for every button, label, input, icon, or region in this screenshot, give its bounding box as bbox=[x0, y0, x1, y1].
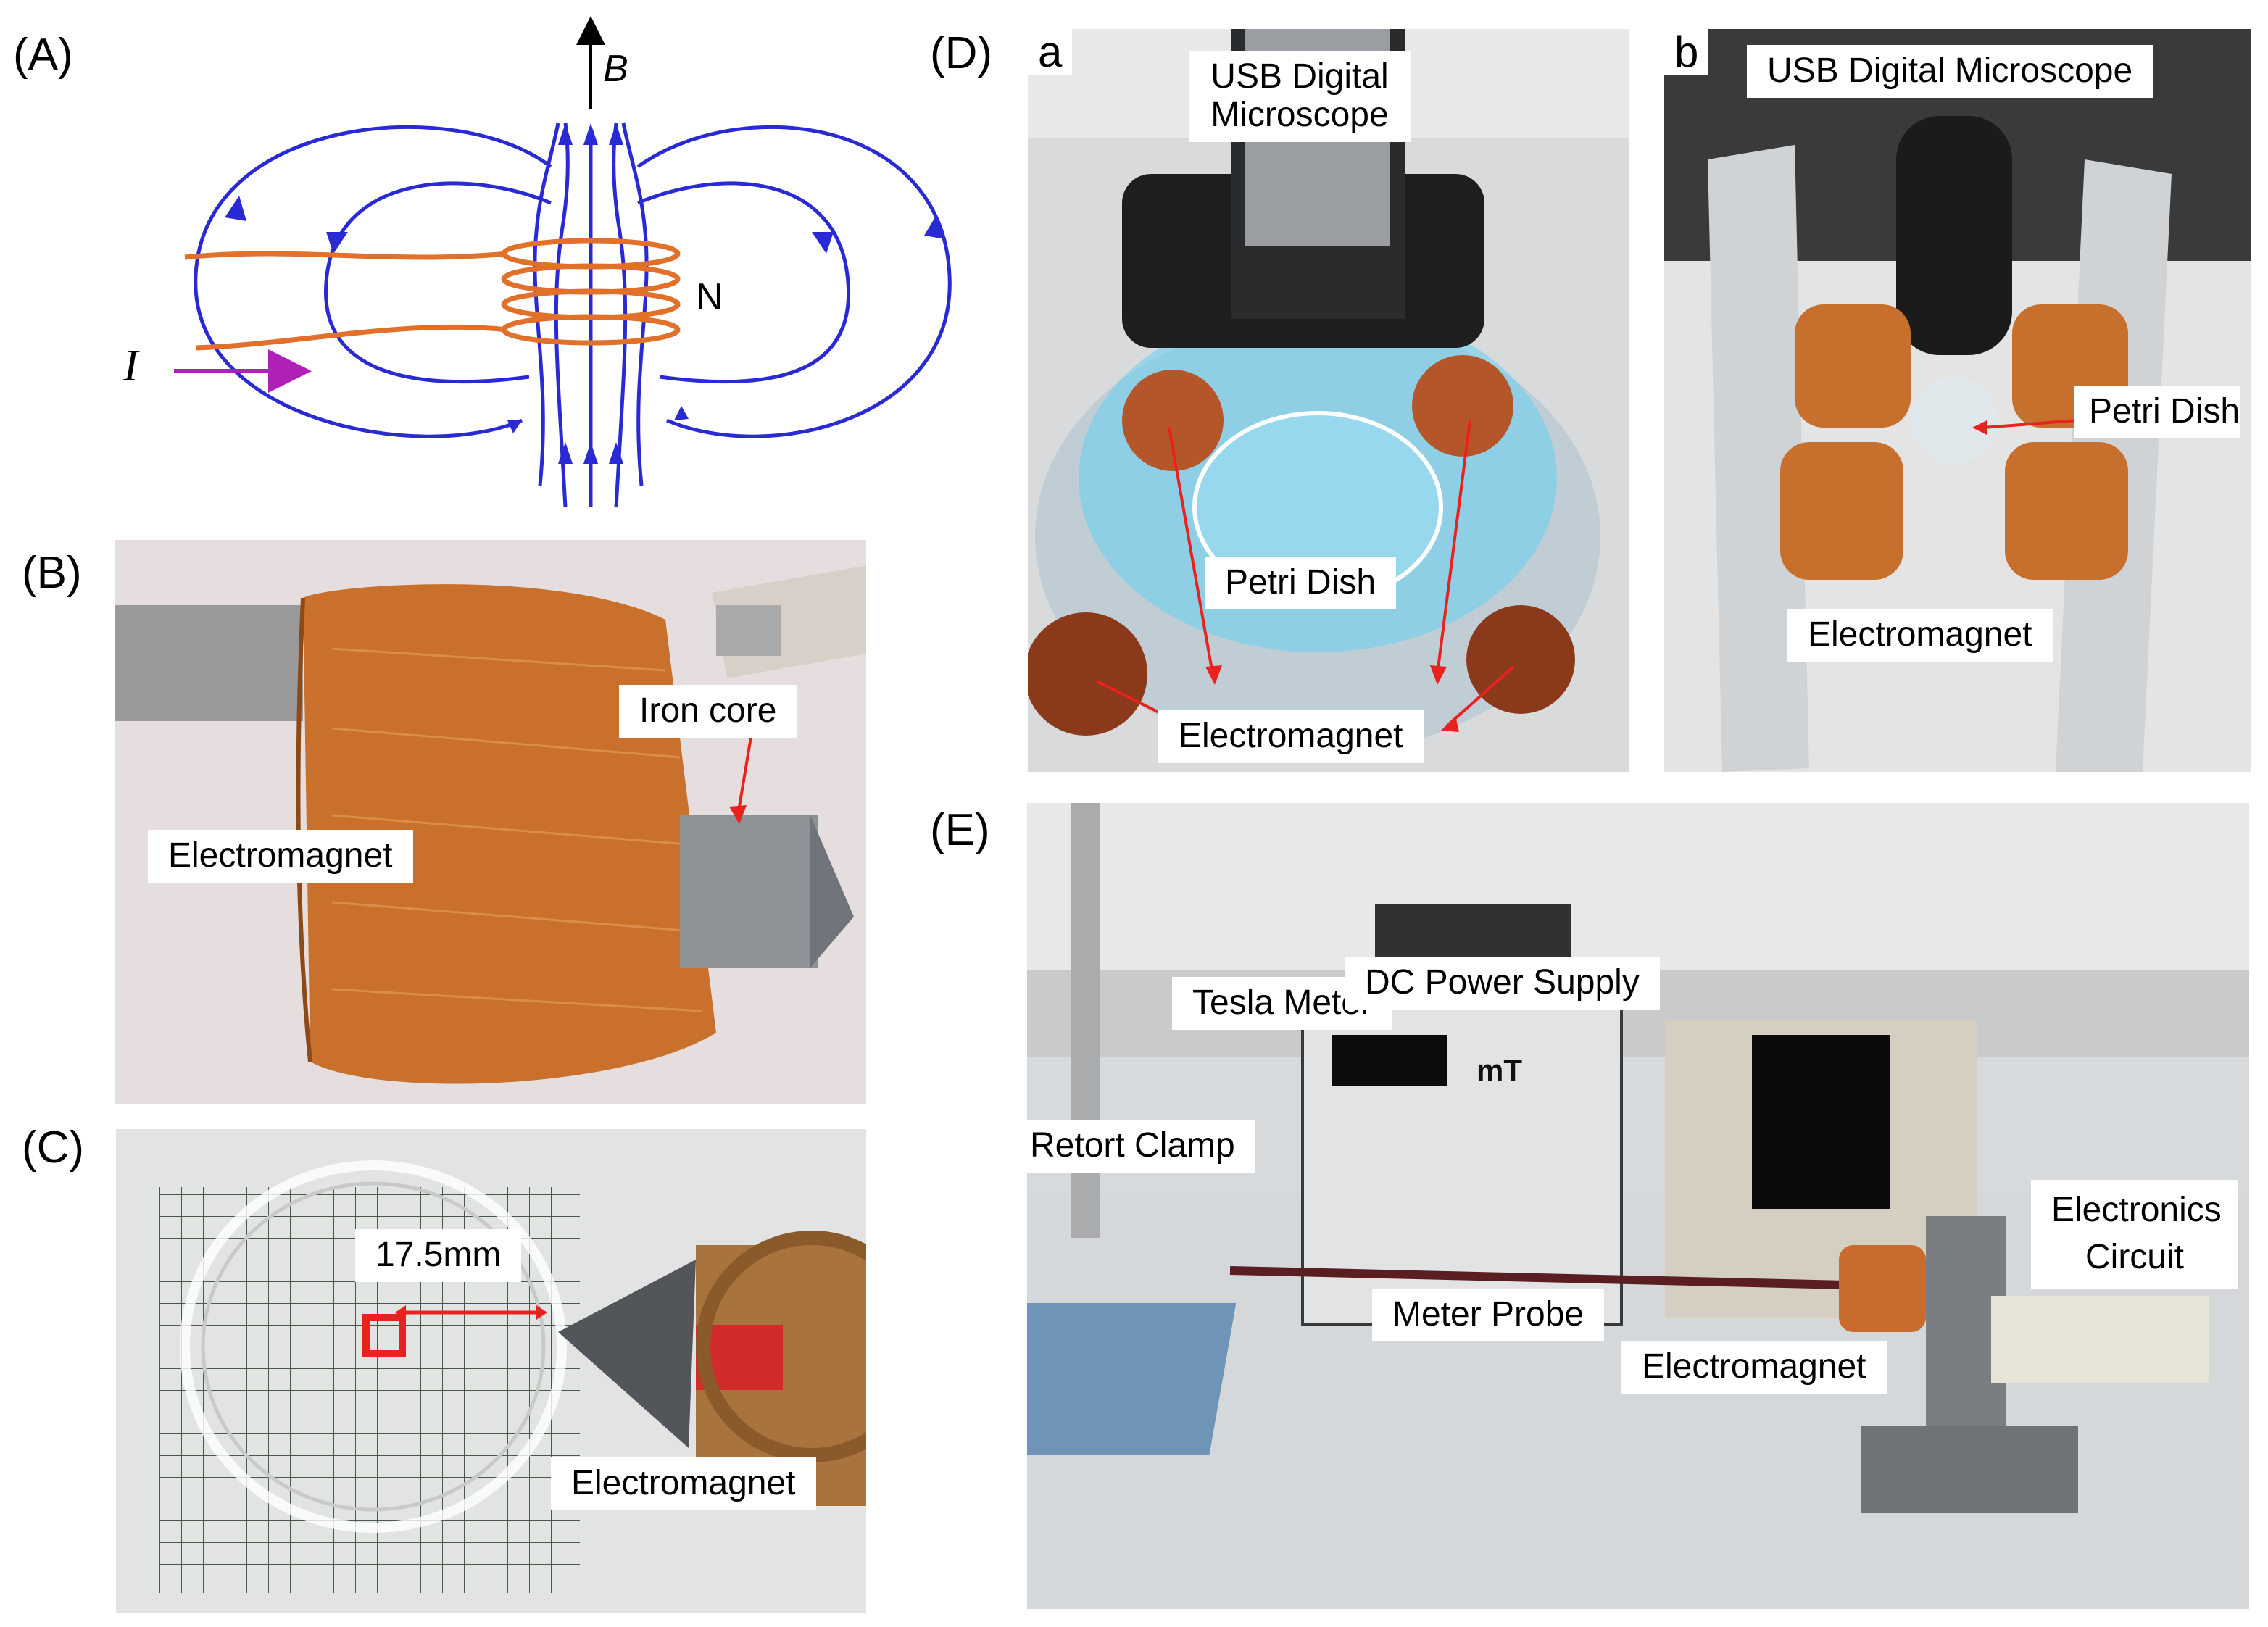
setup-photo-db: b USB Digital Microscope Petri Dish Elec… bbox=[1664, 29, 2251, 772]
field-loop-right-inner bbox=[637, 181, 851, 384]
field-line bbox=[554, 122, 570, 508]
label-dc-power-supply-e: DC Power Supply bbox=[1345, 957, 1660, 1010]
label-electromagnet-c: Electromagnet bbox=[551, 1457, 816, 1510]
label-electronics-circuit-e: Electronics Circuit bbox=[2031, 1180, 2238, 1289]
label-petri-db: Petri Dish bbox=[2074, 386, 2240, 438]
current-label: I bbox=[123, 341, 138, 391]
label-petri-da: Petri Dish bbox=[1205, 557, 1397, 609]
field-line bbox=[612, 122, 628, 508]
solenoid-diagram: B I N bbox=[116, 14, 957, 522]
label-electromagnet-b: Electromagnet bbox=[148, 830, 413, 883]
label-tesla-meter-e: Tesla Meter bbox=[1172, 977, 1393, 1030]
setup-photo-da: a USB Digital Microscope Petri Dish Elec… bbox=[1028, 29, 1629, 772]
petri-dish-photo-c: 17.5mm Electromagnet bbox=[116, 1129, 866, 1613]
field-loop-left-outer bbox=[194, 125, 552, 438]
field-loop-left-inner bbox=[324, 181, 552, 384]
label-electromagnet-da: Electromagnet bbox=[1158, 710, 1424, 763]
panel-b-letter: (B) bbox=[22, 548, 82, 598]
panel-e-letter: (E) bbox=[930, 805, 990, 855]
panel-d-letter: (D) bbox=[930, 28, 993, 78]
label-iron-core-b: Iron core bbox=[619, 685, 797, 738]
lab-setup-photo-e: Tesla Meter mT DC Power Supply Retort Cl… bbox=[1027, 803, 2249, 1609]
electromagnet-photo-b: Iron core Electromagnet bbox=[115, 540, 866, 1104]
field-line bbox=[621, 122, 649, 486]
label-electromagnet-e: Electromagnet bbox=[1621, 1341, 1887, 1394]
panel-a-letter: (A) bbox=[13, 30, 73, 80]
mt-unit-label: mT bbox=[1476, 1053, 1522, 1087]
panel-c-letter: (C) bbox=[22, 1123, 85, 1173]
label-microscope-db: USB Digital Microscope bbox=[1747, 45, 2153, 98]
label-microscope-da: USB Digital Microscope bbox=[1189, 51, 1411, 142]
label-retort-clamp-e: Retort Clamp bbox=[1027, 1120, 1255, 1173]
subpanel-a-letter: a bbox=[1028, 29, 1073, 75]
label-meter-probe-e: Meter Probe bbox=[1372, 1289, 1605, 1341]
label-distance-c: 17.5mm bbox=[355, 1229, 522, 1282]
field-loop-right-outer bbox=[636, 125, 952, 438]
label-electromagnet-db: Electromagnet bbox=[1787, 609, 2053, 662]
b-field-label: B bbox=[603, 48, 628, 90]
pole-label: N bbox=[696, 276, 723, 318]
subpanel-b-letter: b bbox=[1664, 29, 1709, 75]
